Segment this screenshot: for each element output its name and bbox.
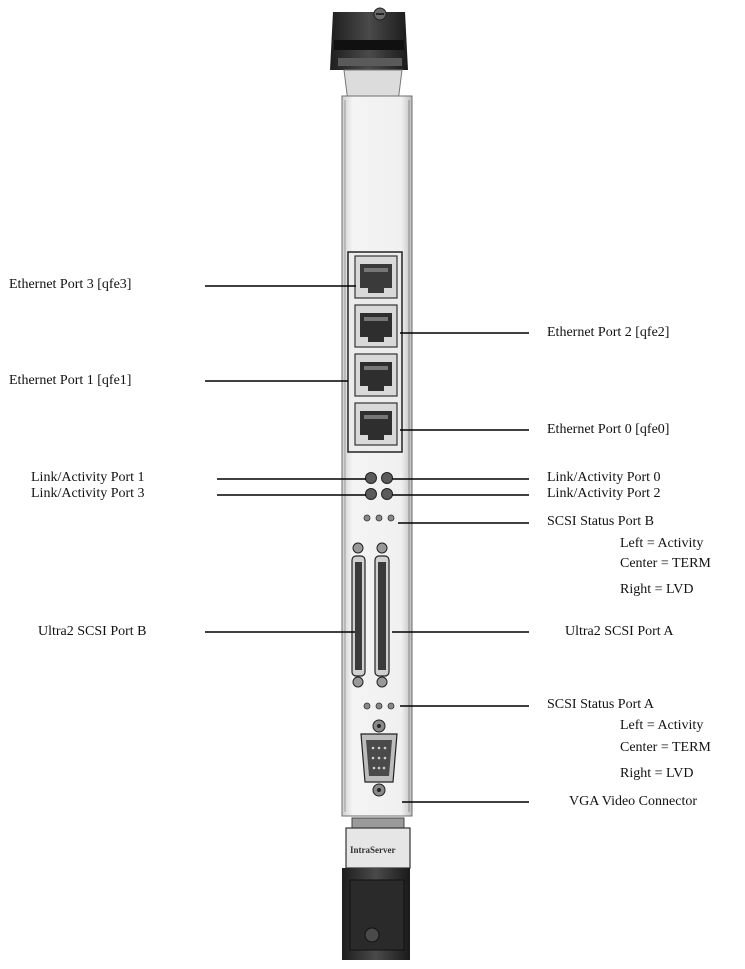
label-link-activity-port-3: Link/Activity Port 3 [31, 486, 145, 501]
faceplate [341, 95, 413, 817]
led-indicator-icon [381, 472, 393, 484]
label-status-a-center: Center = TERM [620, 740, 711, 755]
label-ethernet-port-2: Ethernet Port 2 [qfe2] [547, 325, 670, 340]
label-ultra2-scsi-port-b: Ultra2 SCSI Port B [38, 624, 147, 639]
label-link-activity-port-2: Link/Activity Port 2 [547, 486, 661, 501]
handle-logo: IntraServer [350, 845, 396, 855]
led-indicator-icon [365, 472, 377, 484]
label-ethernet-port-0: Ethernet Port 0 [qfe0] [547, 422, 670, 437]
scsi-connector-icon [374, 542, 390, 688]
ethernet-block [347, 251, 403, 453]
rj45-jack-icon [354, 304, 398, 348]
label-status-b-right: Right = LVD [620, 582, 694, 597]
led-indicator-icon [363, 514, 371, 522]
scsi-connector-icon [351, 542, 366, 688]
label-link-activity-port-0: Link/Activity Port 0 [547, 470, 661, 485]
label-status-a-left: Left = Activity [620, 718, 704, 733]
label-ultra2-scsi-port-a: Ultra2 SCSI Port A [565, 624, 674, 639]
scsi-status-a-leds [363, 702, 395, 710]
scsi-status-b-leds [363, 514, 395, 522]
label-status-b-center: Center = TERM [620, 556, 711, 571]
label-status-a-right: Right = LVD [620, 766, 694, 781]
label-ethernet-port-3: Ethernet Port 3 [qfe3] [9, 277, 132, 292]
rj45-jack-icon [354, 353, 398, 397]
led-indicator-icon [387, 702, 395, 710]
led-indicator-icon [375, 514, 383, 522]
bottom-ejector-handle [342, 817, 411, 960]
label-scsi-status-port-a: SCSI Status Port A [547, 697, 654, 712]
label-vga-video-connector: VGA Video Connector [569, 794, 697, 809]
label-scsi-status-port-b: SCSI Status Port B [547, 514, 654, 529]
leader-lines [205, 285, 529, 803]
led-indicator-icon [375, 702, 383, 710]
led-indicator-icon [387, 514, 395, 522]
link-activity-leds [365, 472, 393, 500]
label-ethernet-port-1: Ethernet Port 1 [qfe1] [9, 373, 132, 388]
label-status-b-left: Left = Activity [620, 536, 704, 551]
label-link-activity-port-1: Link/Activity Port 1 [31, 470, 145, 485]
top-ejector-handle [330, 7, 408, 103]
led-indicator-icon [363, 702, 371, 710]
led-indicator-icon [365, 488, 377, 500]
rj45-jack-icon [354, 402, 398, 446]
led-indicator-icon [381, 488, 393, 500]
rj45-jack-icon [354, 255, 398, 299]
vga-connector-icon [360, 719, 398, 797]
